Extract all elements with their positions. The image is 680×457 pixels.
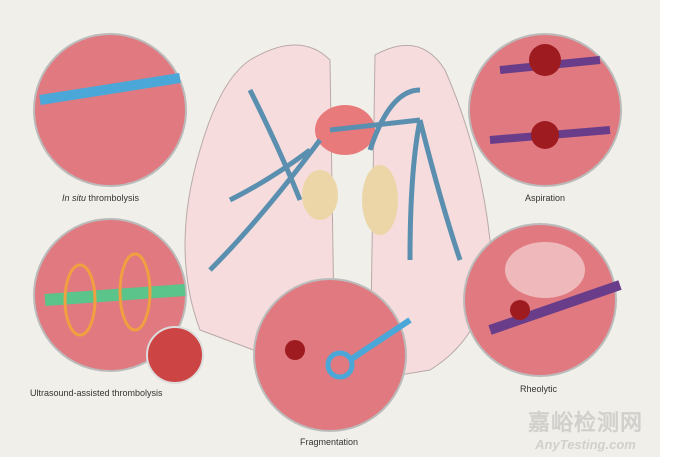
circle-fragmentation [253,278,412,432]
label-aspiration: Aspiration [525,193,566,203]
label-in-situ: In situ thrombolysis [62,193,140,203]
watermark: 嘉峪检测网 AnyTesting.com [528,405,643,452]
circle-aspiration [468,33,622,187]
label-rheolytic: Rheolytic [520,384,558,394]
watermark-en: AnyTesting.com [535,437,636,452]
label-ultrasound: Ultrasound-assisted thrombolysis [30,388,163,398]
illustration-canvas: In situ thrombolysis Aspiration Ultrasou… [0,0,660,457]
label-fragmentation: Fragmentation [300,437,359,447]
pulmonary-vessels [208,87,463,272]
lungs [184,44,491,381]
circle-rheolytic [463,223,622,377]
circle-ultrasound [33,218,204,384]
circle-in-situ [33,33,187,187]
watermark-cn: 嘉峪检测网 [528,410,644,435]
